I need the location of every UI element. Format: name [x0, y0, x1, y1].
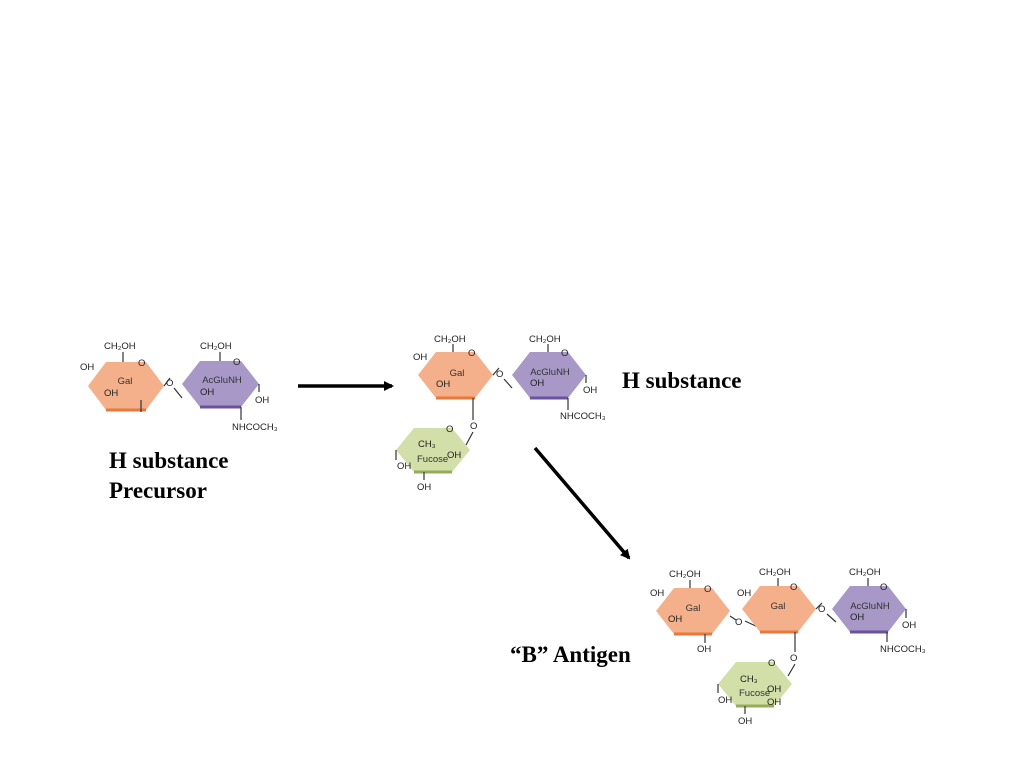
ring-oxygen: O	[446, 424, 453, 435]
oh-label: OH	[200, 387, 214, 398]
ch2oh-label: CH₂OH	[434, 334, 466, 345]
ring-oxygen: O	[561, 348, 568, 359]
oh-label: OH	[417, 482, 431, 493]
link-oxygen: O	[166, 378, 173, 389]
fucose-ring: CH₃ O Fucose OH OH OH	[395, 424, 470, 493]
oh-label: OH	[737, 588, 751, 599]
gal-ring: Gal CH₂OH O OH OH O	[413, 334, 493, 432]
oh-label: OH	[718, 695, 732, 706]
ring-label: Fucose	[417, 454, 448, 465]
link-oxygen: O	[470, 421, 477, 432]
oh-label: OH	[850, 612, 864, 623]
oh-label: OH	[104, 388, 118, 399]
acglunh-ring: AcGluNH CH₂OH O OH OH NHCOCH₃	[512, 334, 606, 422]
b-antigen-structure: Gal CH₂OH O OH OH OH O Gal CH₂OH O OH O …	[650, 567, 926, 727]
oh-label: OH	[436, 379, 450, 390]
oh-label: OH	[668, 614, 682, 625]
ch2oh-label: CH₂OH	[104, 341, 136, 352]
ring-label: Gal	[771, 601, 786, 612]
ring-label: Gal	[450, 368, 465, 379]
ring-oxygen: O	[768, 658, 775, 669]
ch2oh-label: CH₂OH	[759, 567, 791, 578]
ch2oh-label: CH₂OH	[529, 334, 561, 345]
oh-label: OH	[397, 461, 411, 472]
ch3-label: CH₃	[740, 674, 758, 685]
ring-label: Gal	[686, 603, 701, 614]
oh-label: OH	[697, 644, 711, 655]
precursor-caption-line2: Precursor	[109, 478, 207, 503]
oh-label: OH	[447, 450, 461, 461]
ring-oxygen: O	[880, 582, 887, 593]
acglunh-ring: AcGluNH CH₂OH O OH OH NHCOCH₃	[182, 341, 278, 433]
precursor-caption: H substance Precursor	[109, 446, 229, 506]
h-substance-structure: Gal CH₂OH O OH OH O O AcGluNH CH₂OH O OH…	[395, 334, 606, 493]
ring-oxygen: O	[468, 348, 475, 359]
oh-label: OH	[80, 362, 94, 373]
ring-oxygen: O	[790, 582, 797, 593]
ring-oxygen: O	[233, 357, 240, 368]
link-oxygen: O	[735, 617, 742, 628]
gal-ring: Gal CH₂OH O OH OH OH	[650, 569, 730, 655]
ch2oh-label: CH₂OH	[200, 341, 232, 352]
acglunh-ring: AcGluNH CH₂OH O OH OH NHCOCH₃	[832, 567, 926, 655]
oh-label: OH	[413, 352, 427, 363]
h-substance-caption: H substance	[622, 368, 742, 393]
gal-ring: Gal CH₂OH O OH OH	[80, 341, 164, 412]
ring-label: AcGluNH	[202, 375, 242, 386]
oh-label: OH	[767, 684, 781, 695]
ring-oxygen: O	[138, 358, 145, 369]
link-oxygen: O	[496, 369, 503, 380]
b-antigen-caption: “B” Antigen	[510, 642, 631, 667]
ring-oxygen: O	[704, 584, 711, 595]
nhcoch3-label: NHCOCH₃	[232, 422, 278, 433]
precursor-structure: Gal CH₂OH O OH OH O AcGluNH CH₂OH O OH O…	[80, 341, 278, 433]
oh-label: OH	[583, 385, 597, 396]
nhcoch3-label: NHCOCH₃	[560, 411, 606, 422]
ch2oh-label: CH₂OH	[849, 567, 881, 578]
oh-label: OH	[650, 588, 664, 599]
ring-label: Fucose	[739, 688, 770, 699]
oh-label: OH	[530, 378, 544, 389]
ring-label: AcGluNH	[850, 601, 890, 612]
oh-label: OH	[255, 395, 269, 406]
oh-label: OH	[902, 620, 916, 631]
ch3-label: CH₃	[418, 439, 436, 450]
link-oxygen: O	[818, 604, 825, 615]
ring-label: AcGluNH	[530, 367, 570, 378]
ring-label: Gal	[118, 376, 133, 387]
link-oxygen: O	[790, 653, 797, 664]
ch2oh-label: CH₂OH	[669, 569, 701, 580]
oh-label: OH	[738, 716, 752, 727]
arrow-h-to-b	[533, 446, 631, 560]
oh-label: OH	[767, 697, 781, 708]
gal-ring: Gal CH₂OH O OH O	[737, 567, 816, 664]
nhcoch3-label: NHCOCH₃	[880, 644, 926, 655]
fucose-ring: CH₃ O Fucose OH OH OH OH	[717, 658, 792, 727]
precursor-caption-line1: H substance	[109, 448, 229, 473]
